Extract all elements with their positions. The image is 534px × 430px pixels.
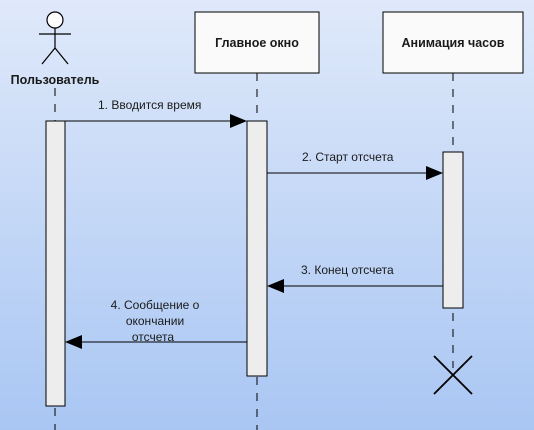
activation-bar-clock-animation: [442, 151, 464, 309]
actor-user-label: Пользователь: [11, 73, 100, 87]
message-4-label-line-3: отсчета: [132, 330, 175, 344]
activation-bar-main-window: [246, 120, 268, 377]
message-3-label: 3. Конец отсчета: [301, 263, 394, 277]
participant-main-window-box: [194, 11, 320, 74]
message-4-arrowhead: [65, 335, 82, 349]
participant-main-window-label: Главное окно: [215, 36, 299, 50]
message-4-label-line-2: окончании: [126, 314, 184, 328]
destroy-x-icon: [433, 355, 473, 395]
participant-clock-animation-label: Анимация часов: [402, 36, 505, 50]
message-3-arrowhead: [267, 279, 284, 293]
participant-clock-animation-box: [382, 11, 524, 74]
message-2-arrowhead: [426, 166, 443, 180]
actor-user-icon: [39, 11, 71, 65]
message-2-label: 2. Старт отсчета: [302, 150, 394, 164]
message-1-arrowhead: [230, 114, 247, 128]
activation-bar-user: [45, 120, 66, 407]
message-1-label: 1. Вводится время: [98, 98, 201, 112]
message-4-label-line-1: 4. Сообщение о: [111, 298, 200, 312]
